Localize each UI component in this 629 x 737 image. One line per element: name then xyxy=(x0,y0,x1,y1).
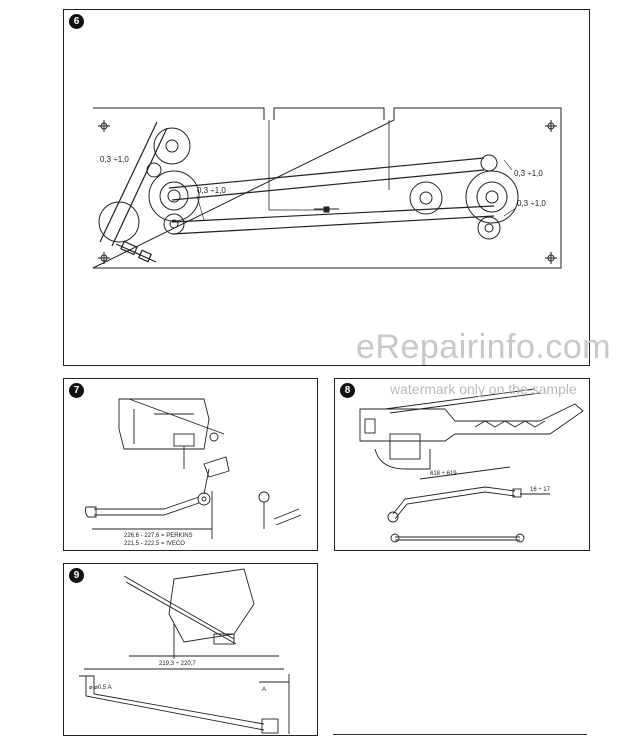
dimension-label-length: 618 ÷ 619 xyxy=(430,471,457,477)
diagram-panel-7: 7 226,6 - 227,6 = PERKINS 221,5 - 222,5 … xyxy=(63,378,318,551)
diagram-panel-6: 6 xyxy=(63,9,590,366)
dimension-label-length: 219,3 ÷ 220,7 xyxy=(159,661,196,667)
throttle-linkage-drawing: 226,6 - 227,6 = PERKINS 221,5 - 222,5 = … xyxy=(84,398,302,547)
belt-tensioner-drawing: 0,3 ÷1,0 0,3 ÷1,0 0,3 ÷1,0 0,3 ÷1,0 xyxy=(92,107,562,269)
watermark-sample-note: watermark only on the sample xyxy=(390,381,577,397)
dimension-label-iveco: 221,5 - 222,5 = IVECO xyxy=(124,541,185,547)
gap-label: 0,3 ÷1,0 xyxy=(517,199,546,208)
control-rod-drawing: 219,3 ÷ 220,7 ⌀ ⌀0,5 A A xyxy=(79,568,290,734)
gap-label: 0,3 ÷1,0 xyxy=(514,169,543,178)
panel-number-badge: 7 xyxy=(69,383,84,398)
tolerance-label: ⌀ ⌀0,5 A xyxy=(89,685,112,691)
rod-assembly-drawing: 618 ÷ 619 16 ÷ 17 xyxy=(359,388,584,543)
dimension-label-end: 16 ÷ 17 xyxy=(530,487,551,493)
panel-number-badge: 6 xyxy=(69,14,84,29)
diagram-panel-9: 9 219,3 ÷ 220,7 ⌀ ⌀0,5 A A xyxy=(63,563,318,736)
panel-number-badge: 9 xyxy=(69,568,84,583)
bottom-divider xyxy=(333,734,587,735)
watermark-site-name: eRepairinfo.com xyxy=(356,328,612,366)
panel-number-badge: 8 xyxy=(340,383,355,398)
dimension-label-perkins: 226,6 - 227,6 = PERKINS xyxy=(124,533,193,539)
gap-label: 0,3 ÷1,0 xyxy=(100,155,129,164)
diagram-panel-8: 8 618 ÷ 619 16 ÷ 17 xyxy=(334,378,590,551)
datum-label: A xyxy=(262,687,266,693)
gap-label: 0,3 ÷1,0 xyxy=(197,186,226,195)
